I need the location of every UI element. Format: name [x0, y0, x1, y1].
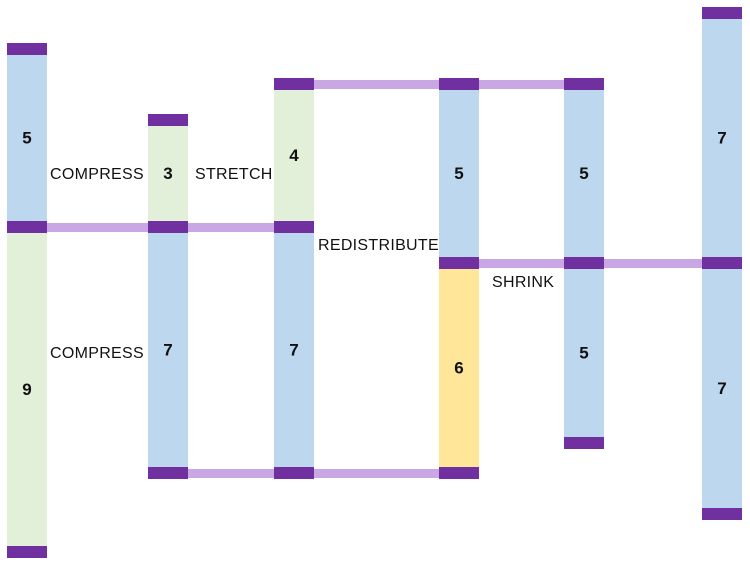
segment-value-c3-top: 4	[289, 146, 299, 165]
cap	[7, 546, 47, 558]
cap	[439, 467, 479, 479]
cap	[564, 78, 604, 90]
connector-line	[604, 259, 702, 268]
connector-line	[47, 223, 148, 232]
segment-value-c2-top: 3	[163, 164, 172, 183]
segment-c4-top	[439, 84, 479, 263]
cap	[274, 221, 314, 233]
segment-value-c5-top: 5	[579, 164, 588, 183]
connector-line	[479, 259, 564, 268]
cap	[148, 467, 188, 479]
cap	[7, 43, 47, 55]
cap	[7, 221, 47, 233]
cap	[439, 78, 479, 90]
connector-line	[314, 80, 439, 89]
cap	[274, 78, 314, 90]
connector-line	[188, 223, 274, 232]
cap	[439, 257, 479, 269]
segment-value-c1-bot: 9	[22, 380, 31, 399]
segment-c5-bot	[564, 263, 604, 443]
segment-value-c6-top: 7	[717, 128, 726, 147]
cap	[702, 508, 742, 520]
segment-c3-bot	[274, 227, 314, 473]
segment-c4-bot	[439, 263, 479, 473]
operation-label-redistribute: REDISTRIBUTE	[318, 237, 439, 254]
segment-value-c2-bot: 7	[163, 340, 172, 359]
segment-c6-top	[702, 13, 742, 263]
cap	[564, 257, 604, 269]
operation-label-shrink: SHRINK	[492, 274, 554, 291]
connector-line	[314, 469, 439, 478]
segment-c2-bot	[148, 227, 188, 473]
segment-c6-bot	[702, 263, 742, 514]
cap	[702, 7, 742, 19]
operation-label-compress: COMPRESS	[50, 166, 144, 183]
operation-label-compress: COMPRESS	[50, 345, 144, 362]
segment-value-c3-bot: 7	[289, 340, 298, 359]
cap	[148, 114, 188, 126]
cap	[274, 467, 314, 479]
segment-value-c5-bot: 5	[579, 343, 588, 362]
connector-line	[188, 469, 274, 478]
cap	[564, 437, 604, 449]
segment-c5-top	[564, 84, 604, 263]
segment-c1-top	[7, 49, 47, 227]
segment-c2-top	[148, 120, 188, 227]
cap	[148, 221, 188, 233]
cap	[702, 257, 742, 269]
operation-label-stretch: STRETCH	[195, 166, 273, 183]
segment-value-c4-top: 5	[454, 164, 463, 183]
segment-value-c1-top: 5	[22, 128, 31, 147]
segment-c3-top	[274, 84, 314, 227]
segment-value-c6-bot: 7	[717, 379, 726, 398]
connector-line	[479, 80, 564, 89]
segment-value-c4-bot: 6	[454, 358, 463, 377]
segment-c1-bot	[7, 227, 47, 552]
